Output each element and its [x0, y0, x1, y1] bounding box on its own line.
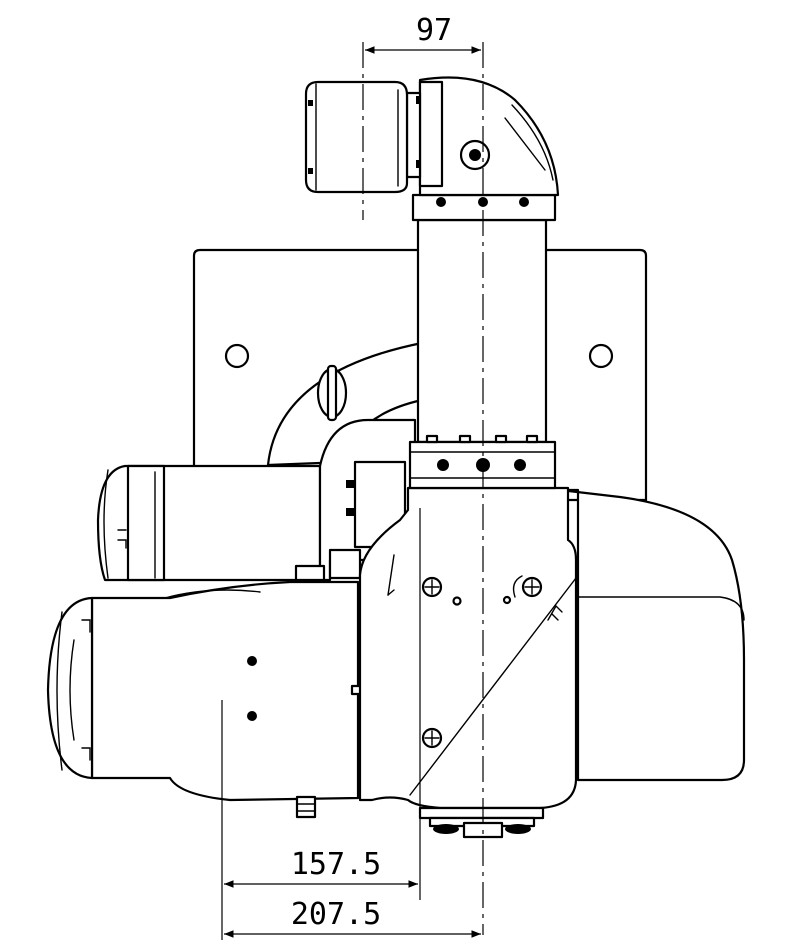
dimension-lower-2: 207.5 — [224, 897, 481, 938]
central-joint — [358, 486, 578, 810]
end-effector — [304, 80, 409, 194]
right-housing — [558, 488, 746, 782]
tube-flange-bolts — [425, 434, 539, 472]
dimension-top: 97 — [365, 13, 481, 54]
dimension-lower-1-label: 157.5 — [291, 847, 381, 882]
dimension-lower-2-label: 207.5 — [291, 897, 381, 932]
forearm — [46, 580, 368, 802]
dimension-lower-1: 157.5 — [224, 847, 418, 888]
mounting-hole-right — [588, 343, 614, 369]
wrist-head — [405, 76, 560, 222]
upper-link — [96, 464, 322, 582]
dimension-top-label: 97 — [416, 13, 452, 48]
forearm-bolt-1 — [247, 656, 257, 666]
forearm-bolt-2 — [247, 711, 257, 721]
center-lines — [221, 42, 484, 940]
mounting-hole-left — [224, 343, 250, 369]
